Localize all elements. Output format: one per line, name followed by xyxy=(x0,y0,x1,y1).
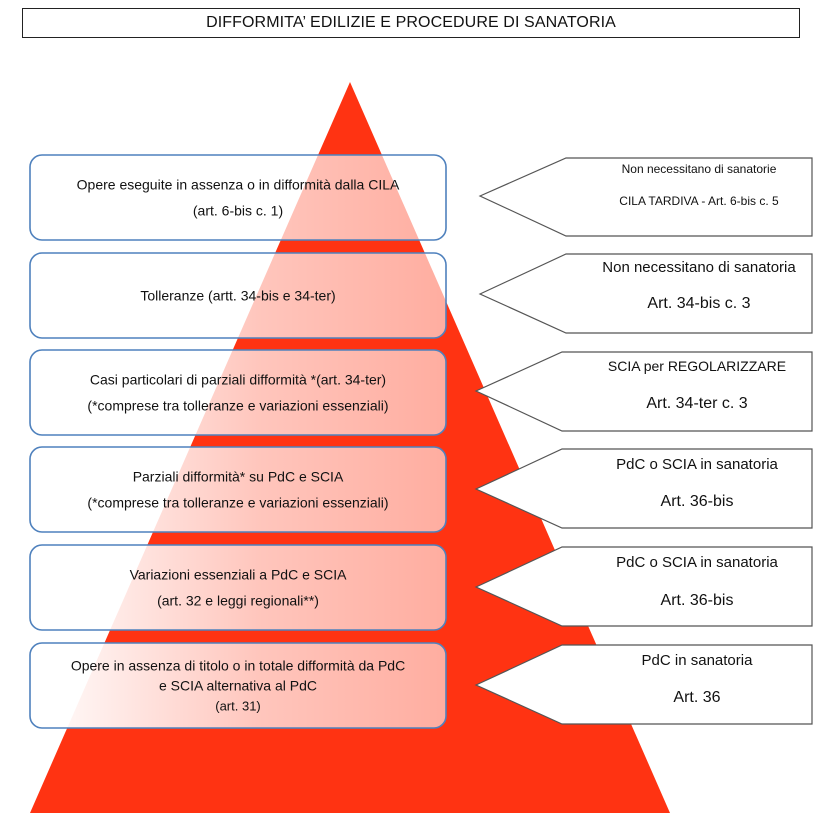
procedure-arrow xyxy=(478,157,813,237)
procedure-label-line: CILA TARDIVA - Art. 6-bis c. 5 xyxy=(619,194,779,208)
level-row-3: Casi particolari di parziali difformità … xyxy=(29,349,813,436)
difformity-box xyxy=(29,544,447,631)
difformity-label-line: (*comprese tra tolleranze e variazioni e… xyxy=(87,495,388,511)
diagram-title: DIFFORMITA’ EDILIZIE E PROCEDURE DI SANA… xyxy=(22,8,800,38)
level-row-1: Opere eseguite in assenza o in difformit… xyxy=(29,154,813,241)
difformity-label-line: Tolleranze (artt. 34-bis e 34-ter) xyxy=(140,288,335,304)
difformity-label-line: Variazioni essenziali a PdC e SCIA xyxy=(130,567,348,583)
difformity-box xyxy=(29,642,447,729)
procedure-label-line: Art. 34-bis c. 3 xyxy=(647,295,750,312)
procedure-label-line: PdC o SCIA in sanatoria xyxy=(616,456,778,473)
difformity-label-line: (*comprese tra tolleranze e variazioni e… xyxy=(87,398,388,414)
level-row-6: Opere in assenza di titolo o in totale d… xyxy=(29,642,813,729)
procedure-label-line: Non necessitano di sanatoria xyxy=(602,259,796,276)
procedure-label-line: SCIA per REGOLARIZZARE xyxy=(608,358,786,374)
difformity-label-line: Parziali difformità* su PdC e SCIA xyxy=(133,469,344,485)
procedure-arrow xyxy=(474,448,813,529)
level-row-5: Variazioni essenziali a PdC e SCIA (art. … xyxy=(29,544,813,631)
difformity-label-line: Casi particolari di parziali difformità … xyxy=(90,372,386,388)
procedure-label-line: Art. 34-ter c. 3 xyxy=(646,395,747,412)
difformity-label-line: (art. 6-bis c. 1) xyxy=(193,203,283,219)
difformity-label-line: Opere eseguite in assenza o in difformit… xyxy=(77,177,400,193)
difformity-label-line: (art. 31) xyxy=(215,699,261,714)
difformity-label-line: (art. 32 e leggi regionali**) xyxy=(157,593,319,609)
difformity-box xyxy=(29,154,447,241)
difformity-label-line: e SCIA alternativa al PdC xyxy=(159,678,317,694)
procedure-arrow xyxy=(474,644,813,725)
procedure-label-line: Non necessitano di sanatorie xyxy=(622,162,777,176)
procedure-label-line: PdC in sanatoria xyxy=(642,652,754,669)
procedure-label-line: PdC o SCIA in sanatoria xyxy=(616,554,778,571)
difformity-box xyxy=(29,349,447,436)
procedure-label-line: Art. 36-bis xyxy=(661,592,734,609)
level-row-2: Tolleranze (artt. 34-bis e 34-ter) Non ne… xyxy=(29,252,813,339)
difformity-label-line: Opere in assenza di titolo o in totale d… xyxy=(71,658,405,674)
procedure-arrow xyxy=(478,253,813,334)
procedure-label-line: Art. 36 xyxy=(673,689,720,706)
difformity-box xyxy=(29,446,447,533)
level-row-4: Parziali difformità* su PdC e SCIA (*comp… xyxy=(29,446,813,533)
procedure-label-line: Art. 36-bis xyxy=(661,493,734,510)
procedure-arrow xyxy=(474,351,813,432)
difformity-box xyxy=(29,252,447,339)
procedure-arrow xyxy=(474,546,813,627)
